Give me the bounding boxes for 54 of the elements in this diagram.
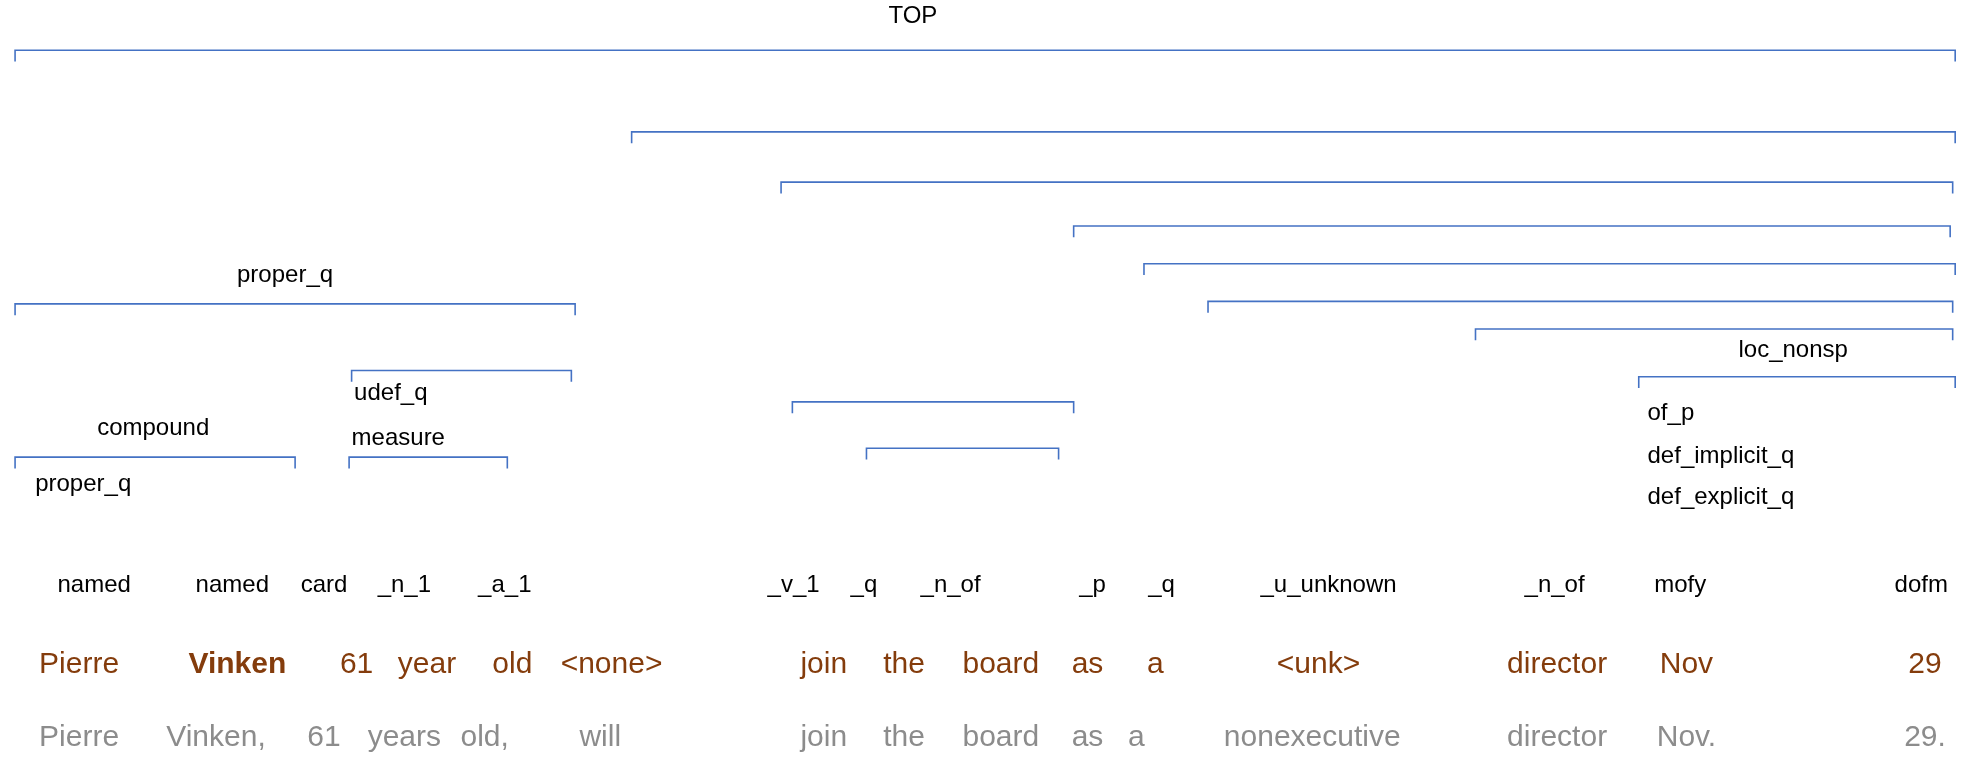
sentence-word: Nov.: [1656, 718, 1717, 752]
predicate-label: _n_of: [1524, 570, 1585, 598]
predicate-label: TOP: [888, 1, 938, 29]
predicate-label: proper_q: [35, 470, 132, 497]
sentence-word: board: [962, 718, 1040, 752]
predicate-label: mofy: [1654, 570, 1707, 598]
predicate-label: loc_nonsp: [1738, 335, 1848, 363]
token-word: a: [1146, 645, 1164, 679]
sentence-word: 61: [307, 718, 341, 752]
predicate-label: _q: [850, 570, 878, 598]
token-word: director: [1507, 645, 1608, 679]
sentence-word: as: [1071, 718, 1104, 752]
predicate-label: _v_1: [767, 570, 820, 598]
predicate-label: _a_1: [478, 570, 532, 598]
predicate-label: _p: [1079, 570, 1106, 598]
sentence-word: nonexecutive: [1223, 718, 1401, 752]
predicate-label: named: [195, 570, 269, 598]
predicate-label: measure: [351, 423, 445, 451]
token-word: board: [962, 645, 1040, 679]
predicate-label: compound: [97, 413, 210, 441]
sentence-word: years: [367, 718, 441, 752]
predicate-label: _q: [1148, 570, 1175, 598]
sentence-word: old,: [460, 718, 509, 752]
token-word: year: [397, 645, 457, 679]
predicate-label: _u_unknown: [1260, 570, 1397, 598]
sentence-word: Pierre: [39, 718, 120, 752]
predicate-label: named: [57, 570, 131, 598]
token-word: Vinken: [188, 645, 287, 679]
sentence-word: the: [883, 718, 925, 752]
token-word: Pierre: [39, 645, 120, 679]
predicate-label: proper_q: [237, 260, 334, 287]
predicate-label: card: [300, 570, 348, 598]
sentence-word: join: [800, 718, 848, 752]
predicate-label: udef_q: [354, 378, 428, 405]
sentence-word: 29.: [1904, 718, 1946, 752]
predicate-label: def_explicit_q: [1647, 482, 1795, 510]
predicate-label: _n_1: [377, 570, 432, 598]
token-word: 29: [1908, 645, 1942, 679]
token-word: join: [800, 645, 848, 679]
sentence-word: director: [1507, 718, 1608, 752]
sentence-word: will: [579, 718, 622, 752]
sentence-word: Vinken,: [166, 718, 266, 752]
predicate-label: dofm: [1894, 570, 1948, 598]
token-word: the: [883, 645, 925, 679]
sentence-word: a: [1128, 718, 1145, 752]
predicate-label: def_implicit_q: [1647, 441, 1795, 468]
token-word: <none>: [560, 645, 663, 679]
token-word: <unk>: [1276, 645, 1361, 679]
predicate-label: of_p: [1647, 398, 1695, 426]
predicate-label: _n_of: [920, 570, 981, 598]
token-word: old: [492, 645, 533, 679]
token-word: as: [1071, 645, 1104, 679]
token-word: 61: [339, 645, 374, 679]
token-word: Nov: [1659, 645, 1714, 679]
